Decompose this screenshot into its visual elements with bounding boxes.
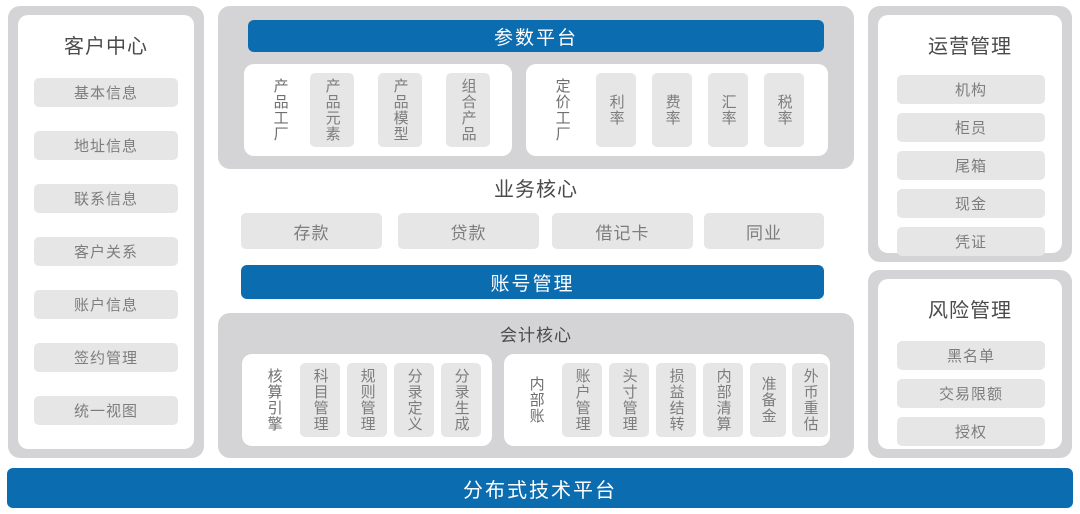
- accounting-engine-group: 核算引擎 科目管理 规则管理 分录定义 分录生成: [242, 354, 492, 446]
- foundation-platform-bar: 分布式技术平台: [7, 468, 1073, 508]
- pricing-factory-item-1[interactable]: 费率: [652, 73, 692, 147]
- internal-ledger-item-2[interactable]: 损益结转: [656, 363, 696, 437]
- product-factory-anchor: 产品工厂: [271, 78, 289, 142]
- accounting-engine-anchor: 核算引擎: [265, 368, 283, 432]
- risk-management-panel: 风险管理 黑名单 交易限额 授权: [868, 270, 1072, 458]
- customer-center-panel: 客户中心 基本信息 地址信息 联系信息 客户关系 账户信息 签约管理 统一视图: [8, 6, 204, 458]
- accounting-core-panel: 会计核心 核算引擎 科目管理 规则管理 分录定义 分录生成 内部账 账户管理 头…: [218, 313, 854, 458]
- business-core-item-1[interactable]: 贷款: [398, 213, 539, 249]
- product-factory-item-0[interactable]: 产品元素: [310, 73, 354, 147]
- operations-management-item-2[interactable]: 尾箱: [897, 151, 1045, 180]
- pricing-factory-item-3[interactable]: 税率: [764, 73, 804, 147]
- product-factory-item-1[interactable]: 产品模型: [378, 73, 422, 147]
- risk-management-item-1[interactable]: 交易限额: [897, 379, 1045, 408]
- internal-ledger-group: 内部账 账户管理 头寸管理 损益结转 内部清算 准备金 外币重估: [504, 354, 830, 446]
- customer-center-item-6[interactable]: 统一视图: [34, 396, 178, 425]
- customer-center-item-1[interactable]: 地址信息: [34, 131, 178, 160]
- parameter-platform-panel: 参数平台 产品工厂 产品元素 产品模型 组合产品 定价工厂 利率 费率 汇率 税…: [218, 6, 854, 169]
- product-factory-item-2[interactable]: 组合产品: [446, 73, 490, 147]
- internal-ledger-item-4[interactable]: 准备金: [750, 363, 786, 437]
- business-core-item-2[interactable]: 借记卡: [552, 213, 693, 249]
- pricing-factory-item-2[interactable]: 汇率: [708, 73, 748, 147]
- customer-center-item-0[interactable]: 基本信息: [34, 78, 178, 107]
- operations-management-panel: 运营管理 机构 柜员 尾箱 现金 凭证: [868, 6, 1072, 262]
- accounting-engine-item-3[interactable]: 分录生成: [441, 363, 481, 437]
- pricing-factory-anchor: 定价工厂: [553, 78, 571, 142]
- operations-management-item-1[interactable]: 柜员: [897, 113, 1045, 142]
- risk-management-item-0[interactable]: 黑名单: [897, 341, 1045, 370]
- internal-ledger-anchor: 内部账: [527, 376, 545, 424]
- customer-center-item-3[interactable]: 客户关系: [34, 237, 178, 266]
- customer-center-title: 客户中心: [64, 36, 148, 58]
- operations-management-inner: 运营管理 机构 柜员 尾箱 现金 凭证: [878, 15, 1062, 256]
- accounting-engine-item-0[interactable]: 科目管理: [300, 363, 340, 437]
- pricing-factory-group: 定价工厂 利率 费率 汇率 税率: [526, 64, 828, 156]
- business-core-item-0[interactable]: 存款: [241, 213, 382, 249]
- business-core-title: 业务核心: [494, 179, 578, 201]
- internal-ledger-item-5[interactable]: 外币重估: [792, 363, 828, 437]
- customer-center-item-5[interactable]: 签约管理: [34, 343, 178, 372]
- customer-center-inner: 客户中心 基本信息 地址信息 联系信息 客户关系 账户信息 签约管理 统一视图: [18, 15, 194, 449]
- operations-management-item-3[interactable]: 现金: [897, 189, 1045, 218]
- account-management-bar: 账号管理: [241, 265, 824, 299]
- pricing-factory-item-0[interactable]: 利率: [596, 73, 636, 147]
- operations-management-item-4[interactable]: 凭证: [897, 227, 1045, 256]
- risk-management-title: 风险管理: [928, 300, 1012, 322]
- operations-management-title: 运营管理: [928, 36, 1012, 58]
- internal-ledger-item-3[interactable]: 内部清算: [703, 363, 743, 437]
- risk-management-item-2[interactable]: 授权: [897, 417, 1045, 446]
- parameter-platform-header: 参数平台: [248, 20, 824, 52]
- internal-ledger-item-1[interactable]: 头寸管理: [609, 363, 649, 437]
- accounting-core-title: 会计核心: [500, 326, 572, 345]
- customer-center-item-4[interactable]: 账户信息: [34, 290, 178, 319]
- business-core-item-3[interactable]: 同业: [704, 213, 824, 249]
- accounting-engine-item-2[interactable]: 分录定义: [394, 363, 434, 437]
- accounting-engine-item-1[interactable]: 规则管理: [347, 363, 387, 437]
- risk-management-inner: 风险管理 黑名单 交易限额 授权: [878, 279, 1062, 449]
- internal-ledger-item-0[interactable]: 账户管理: [562, 363, 602, 437]
- customer-center-item-2[interactable]: 联系信息: [34, 184, 178, 213]
- product-factory-group: 产品工厂 产品元素 产品模型 组合产品: [244, 64, 512, 156]
- operations-management-item-0[interactable]: 机构: [897, 75, 1045, 104]
